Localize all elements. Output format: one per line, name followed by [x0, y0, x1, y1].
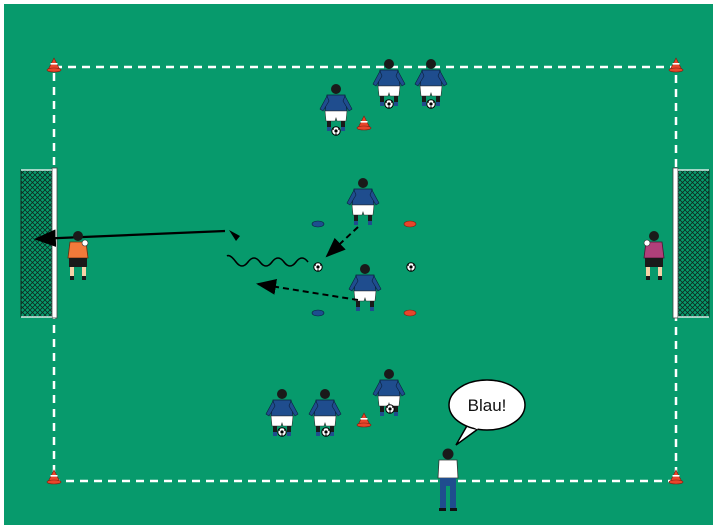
ball-icon	[314, 263, 322, 271]
blue-marker-icon	[312, 221, 324, 227]
ball-icon	[407, 263, 415, 271]
ball-icon	[385, 100, 393, 108]
ball-icon	[278, 428, 286, 436]
left-goal	[21, 168, 57, 318]
ball-icon	[427, 100, 435, 108]
right-goal	[673, 168, 709, 318]
ball-icon	[322, 428, 330, 436]
coach-call: Blau!	[468, 396, 507, 415]
red-marker-icon	[404, 221, 416, 227]
ball-icon	[332, 127, 340, 135]
pitch	[4, 4, 713, 525]
ball-icon	[386, 405, 394, 413]
red-marker-icon	[404, 310, 416, 316]
blue-marker-icon	[312, 310, 324, 316]
